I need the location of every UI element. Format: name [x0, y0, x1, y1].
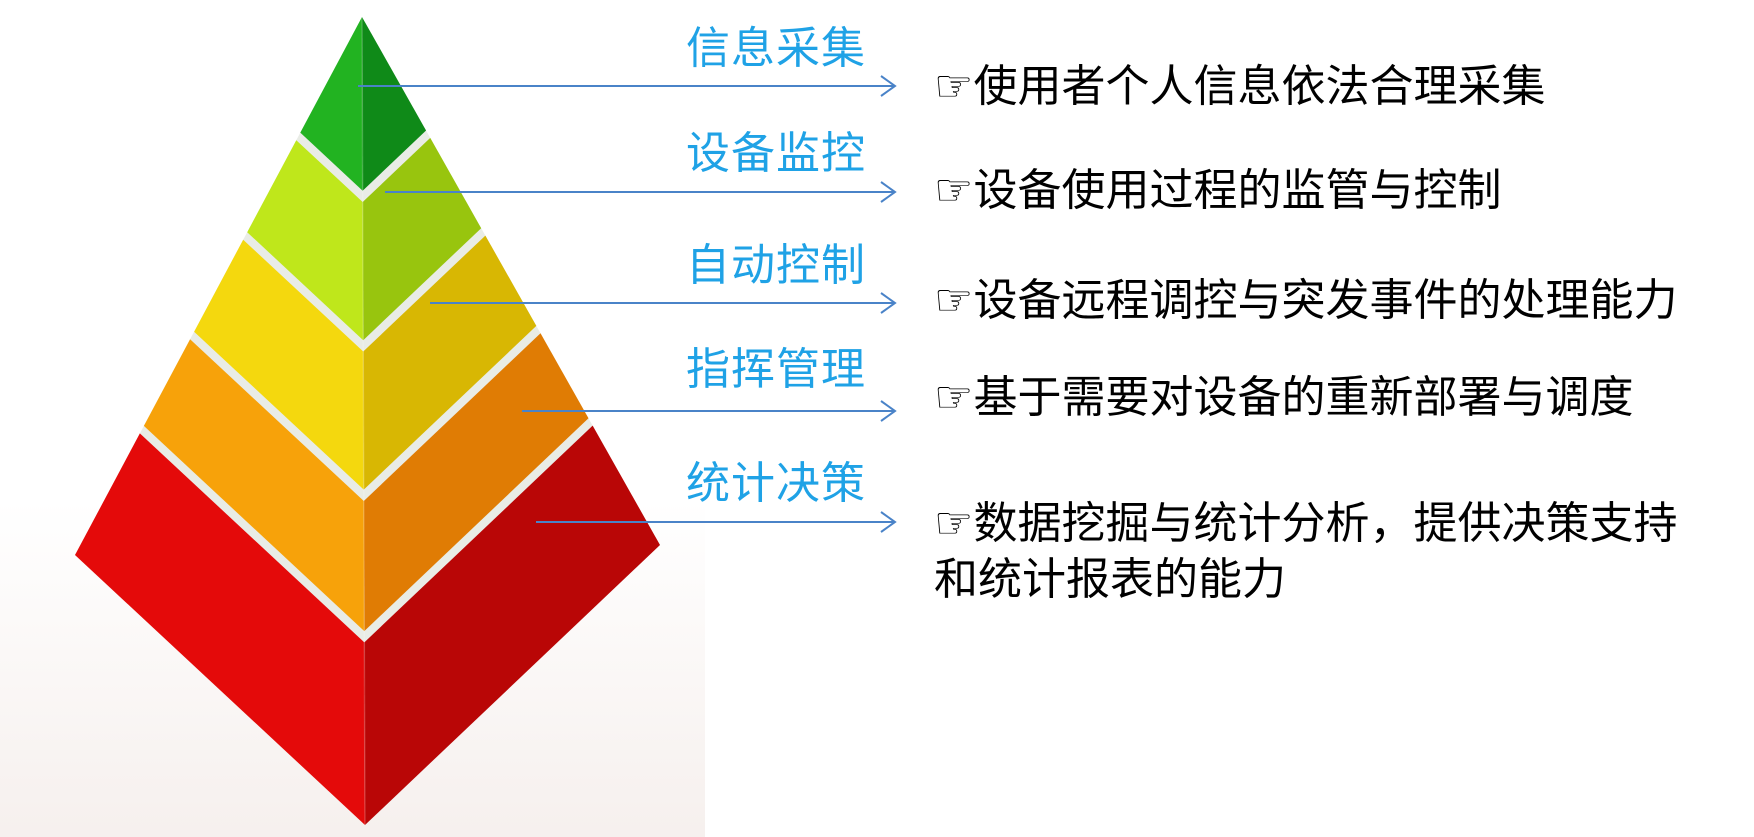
arrow-1	[385, 181, 897, 203]
tier-2-right-face	[363, 235, 537, 490]
label-2: 自动控制	[686, 240, 866, 291]
label-4: 统计决策	[686, 458, 866, 509]
tier-2-left-face	[194, 239, 364, 490]
tier-4-right-face	[364, 425, 660, 825]
arrow-4	[536, 511, 897, 533]
tier-0-left-face	[300, 17, 363, 191]
label-3: 指挥管理	[686, 344, 866, 395]
tier-3-right-face	[363, 333, 589, 632]
pyramid	[75, 16, 660, 826]
description-3: ☞基于需要对设备的重新部署与调度	[934, 372, 1634, 423]
arrows	[358, 75, 897, 533]
label-1: 设备监控	[686, 128, 866, 179]
tier-1-left-face	[247, 140, 364, 341]
pyramid-ridge	[361, 16, 366, 826]
tier-1-right-face	[362, 137, 482, 341]
description-1: ☞设备使用过程的监管与控制	[934, 165, 1502, 216]
description-4: ☞数据挖掘与统计分析，提供决策支持和统计报表的能力	[934, 498, 1678, 605]
label-0: 信息采集	[686, 23, 866, 74]
description-0: ☞使用者个人信息依法合理采集	[934, 61, 1546, 112]
tier-0-right-face	[362, 17, 427, 191]
description-2: ☞设备远程调控与突发事件的处理能力	[934, 275, 1678, 326]
arrow-3	[522, 400, 897, 422]
arrow-0	[358, 75, 897, 97]
tier-4-left-face	[75, 433, 365, 825]
tier-3-left-face	[143, 339, 365, 632]
arrow-2	[430, 292, 897, 314]
